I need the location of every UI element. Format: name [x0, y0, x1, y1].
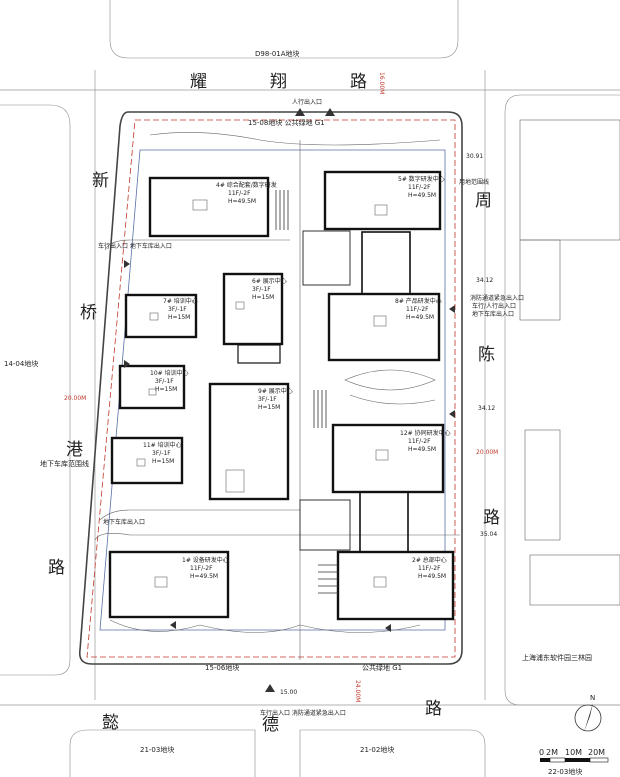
- dist-west: 20.00M: [64, 395, 86, 402]
- south-entry: 车行出入口 消防通道紧急出入口: [260, 709, 346, 717]
- building-9: [208, 382, 290, 501]
- b6-name: 6# 展示中心: [252, 277, 287, 285]
- plot-labels: D98-01A地块 14-04地块 21-03地块 21-02地块 22-03地…: [4, 49, 592, 776]
- road-east-1: 周: [475, 191, 492, 211]
- scale-2m: 2M: [546, 748, 558, 757]
- dim-c: 15.00: [280, 689, 297, 696]
- entry-markers: [124, 108, 455, 692]
- plot-south-left: 21-03地块: [140, 745, 174, 754]
- annotations: 人行出入口 车行出入口 地下车库出入口 地下车库出入口 地下车库范围线 用地范围…: [40, 72, 524, 717]
- building-8: [327, 292, 441, 362]
- dim-e: 35.04: [480, 531, 497, 538]
- west-garage-line: 地下车库范围线: [40, 459, 89, 468]
- b9-name: 9# 展示中心: [258, 387, 293, 395]
- building-11: [110, 436, 184, 485]
- b4-name: 4# 综合配套/数字研发: [216, 181, 277, 189]
- road-south-1: 懿: [102, 713, 119, 733]
- road-west-2: 桥: [80, 303, 97, 323]
- internal-roads: [94, 132, 460, 660]
- scale-10m: 10M: [565, 748, 582, 757]
- dim-b: 34.12: [478, 405, 495, 412]
- road-west-4: 路: [48, 558, 65, 578]
- plot-east: 上海浦东软件园三林园: [522, 653, 592, 662]
- building-4: [148, 176, 270, 238]
- dist-east: 20.00M: [476, 449, 498, 456]
- b12-floors: 11F/-2F: [408, 438, 431, 445]
- b10-name: 10# 培训中心: [150, 369, 189, 377]
- road-west-3: 港: [66, 440, 83, 460]
- b2-floors: 11F/-2F: [418, 565, 441, 572]
- b6-height: H=15M: [252, 294, 274, 301]
- dist-north: 16.00M: [378, 72, 385, 94]
- b11-height: H=15M: [152, 458, 174, 465]
- dist-south: 24.00M: [354, 680, 361, 702]
- building-7: [124, 293, 198, 339]
- building-labels: 4# 综合配套/数字研发 11F/-2F H=49.5M 5# 数字研发中心 1…: [143, 175, 451, 580]
- b9-floors: 3F/-1F: [258, 396, 277, 403]
- building-6: [222, 272, 284, 346]
- green-south-right: 公共绿地 G1: [362, 663, 402, 672]
- east-car: 车行/人行出入口: [472, 302, 516, 310]
- dim-a: 34.12: [476, 277, 493, 284]
- b5-floors: 11F/-2F: [408, 184, 431, 191]
- b11-name: 11# 培训中心: [143, 441, 182, 449]
- green-south-left: 15-06地块: [205, 663, 239, 672]
- road-east-3: 路: [483, 508, 500, 528]
- b8-height: H=49.5M: [406, 314, 434, 321]
- b2-name: 2# 总部中心: [412, 556, 447, 564]
- buildings: [108, 170, 455, 621]
- north-arrow-label: N: [590, 694, 595, 702]
- plot-west: 14-04地块: [4, 359, 38, 368]
- b6-floors: 3F/-1F: [252, 286, 271, 293]
- scale-20m: 20M: [588, 748, 605, 757]
- building-1: [108, 550, 230, 619]
- road-north-1: 耀: [190, 72, 207, 92]
- road-south-2: 德: [262, 715, 279, 735]
- west-entry-2: 地下车库出入口: [103, 518, 145, 526]
- b5-name: 5# 数字研发中心: [398, 175, 445, 183]
- building-2: [336, 550, 455, 621]
- north-arrow: N: [574, 694, 602, 732]
- west-entry: 车行出入口 地下车库出入口: [98, 242, 172, 250]
- scale-bar: 0 2M 10M 20M: [539, 748, 609, 763]
- building-5: [323, 170, 442, 231]
- building-10: [118, 364, 186, 410]
- b7-height: H=15M: [168, 314, 190, 321]
- b9-height: H=15M: [258, 404, 280, 411]
- b8-floors: 11F/-2F: [406, 306, 429, 313]
- b12-name: 12# 协同研发中心: [400, 429, 451, 437]
- b11-floors: 3F/-1F: [152, 450, 171, 457]
- road-north-3: 路: [350, 72, 367, 92]
- east-garage: 地下车库出入口: [472, 310, 514, 318]
- plot-south-right: 21-02地块: [360, 745, 394, 754]
- green-north: 15-08地块 公共绿地 G1: [248, 118, 325, 127]
- b1-height: H=49.5M: [190, 573, 218, 580]
- b10-height: H=15M: [155, 386, 177, 393]
- plot-north: D98-01A地块: [255, 49, 300, 58]
- scale-0: 0: [539, 748, 544, 757]
- east-fire: 消防通道紧急出入口: [470, 294, 524, 302]
- b7-floors: 3F/-1F: [168, 306, 187, 313]
- b7-name: 7# 培训中心: [163, 297, 198, 305]
- b1-floors: 11F/-2F: [190, 565, 213, 572]
- b2-height: H=49.5M: [418, 573, 446, 580]
- road-names: 耀 翔 路 新 桥 港 路 周 陈 路 懿 德 路: [48, 72, 500, 735]
- b10-floors: 3F/-1F: [155, 378, 174, 385]
- road-west-1: 新: [92, 171, 109, 191]
- b8-name: 8# 产品研发中心: [395, 297, 442, 305]
- road-east-2: 陈: [478, 345, 495, 365]
- b4-floors: 11F/-2F: [228, 190, 251, 197]
- road-south-3: 路: [425, 699, 442, 719]
- b5-height: H=49.5M: [408, 192, 436, 199]
- b4-height: H=49.5M: [228, 198, 256, 205]
- road-north-2: 翔: [270, 72, 287, 92]
- north-entry: 人行出入口: [292, 98, 322, 106]
- east-land-line: 用地范围线: [459, 178, 489, 186]
- b12-height: H=49.5M: [408, 446, 436, 453]
- dim-d: 30.91: [466, 153, 483, 160]
- plot-south-east: 22-03地块: [548, 767, 582, 776]
- b1-name: 1# 设备研发中心: [182, 556, 229, 564]
